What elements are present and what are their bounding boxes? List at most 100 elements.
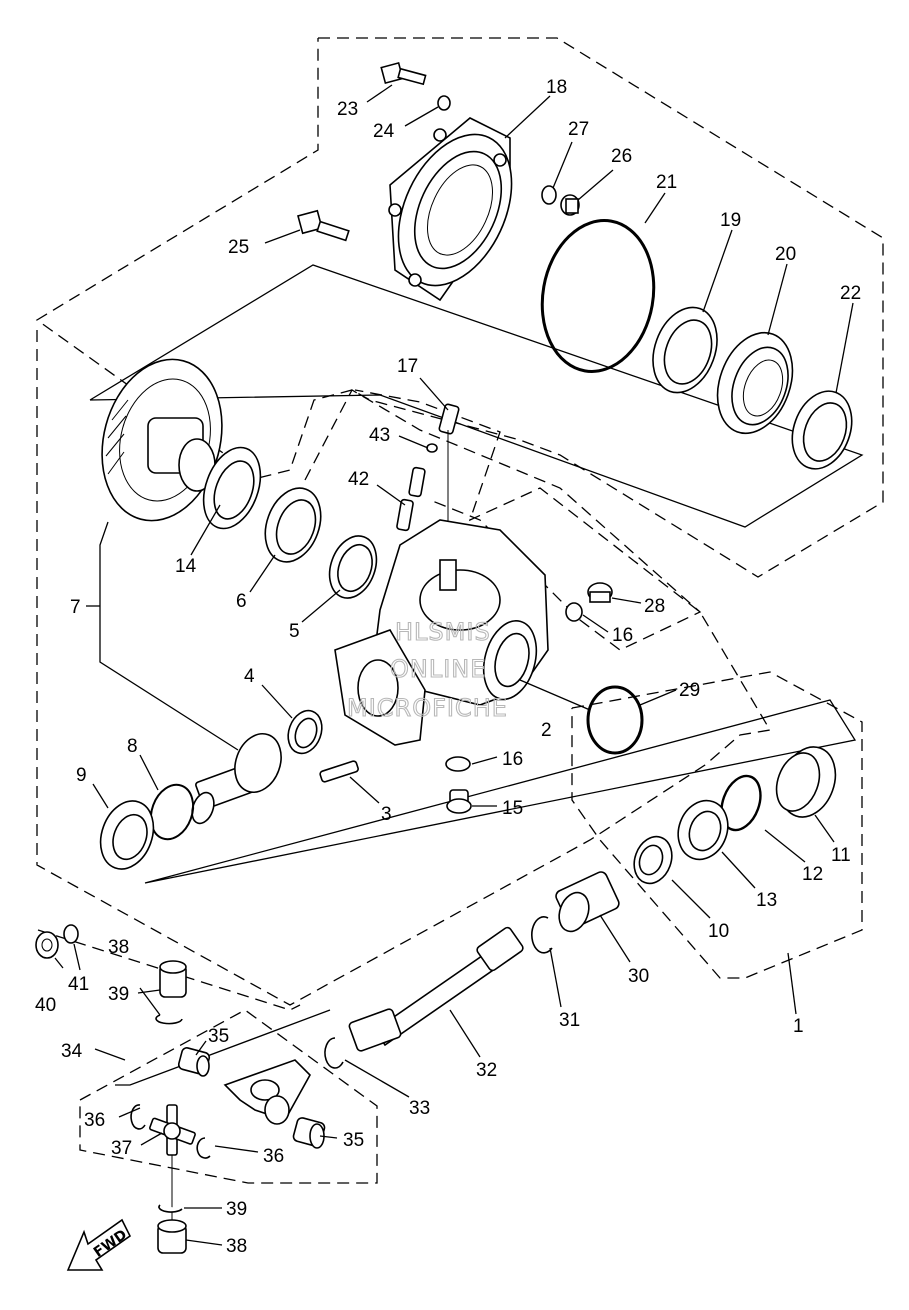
callout-1: 1 (793, 1016, 804, 1037)
callout-20: 20 (775, 244, 796, 265)
yoke-34 (223, 1059, 311, 1125)
callout-29: 29 (679, 680, 700, 701)
callout-31: 31 (559, 1010, 580, 1031)
drain-plug-15 (446, 789, 472, 814)
bearing-4 (287, 709, 323, 755)
callout-24: 24 (373, 121, 395, 142)
callout-35-lower: 35 (343, 1130, 364, 1151)
callout-40: 40 (35, 995, 56, 1016)
frame-rear-bearing-group (89, 264, 864, 528)
callout-16-lower: 16 (502, 749, 523, 770)
callout-39-upper: 39 (108, 984, 129, 1005)
clip-36-lower (196, 1137, 211, 1159)
o-ring-8 (149, 783, 195, 841)
bearing-30 (555, 871, 620, 933)
callout-9: 9 (76, 765, 87, 786)
circlip-31 (530, 916, 553, 954)
callout-17: 17 (397, 356, 418, 377)
breather-17 (438, 403, 460, 560)
callout-38-lower: 38 (226, 1236, 247, 1257)
bolt-25 (297, 209, 350, 242)
clip-43 (426, 443, 438, 453)
callout-27: 27 (568, 119, 589, 140)
washer-41 (63, 924, 79, 944)
drive-pinion (191, 733, 282, 825)
washer-16-lower (445, 756, 471, 772)
bearing-housing (388, 117, 513, 302)
boundary-yoke-group (79, 1009, 378, 1184)
callout-22: 22 (840, 283, 861, 304)
callout-25: 25 (228, 237, 249, 258)
boundary-main-group (36, 330, 772, 1006)
fwd-arrow: FWD (66, 1218, 132, 1271)
callout-10: 10 (708, 921, 729, 942)
washer-27 (541, 185, 557, 205)
callout-37: 37 (111, 1138, 132, 1159)
bearing-38-lower (157, 1219, 187, 1254)
plug-26 (560, 194, 580, 216)
callout-4: 4 (244, 666, 255, 687)
callout-19: 19 (720, 210, 741, 231)
callout-23: 23 (337, 99, 358, 120)
callout-30: 30 (628, 966, 649, 987)
stud-3 (319, 760, 359, 783)
boundary-housing-group (35, 37, 884, 578)
ring-5 (328, 535, 378, 599)
bearing-35-upper (177, 1047, 211, 1077)
callout-36-upper: 36 (84, 1110, 105, 1131)
callout-12: 12 (802, 864, 823, 885)
pin-42-upper (408, 466, 426, 498)
bearing-19 (652, 306, 718, 394)
callout-18: 18 (546, 77, 567, 98)
callout-38-upper: 38 (108, 937, 129, 958)
callout-21: 21 (656, 172, 677, 193)
drive-shaft-32 (348, 926, 524, 1052)
callout-14: 14 (175, 556, 197, 577)
collar-10 (633, 835, 673, 885)
seal-13 (677, 799, 729, 861)
o-ring-29 (586, 685, 644, 755)
clip-39-lower (158, 1204, 183, 1213)
callout-8: 8 (127, 736, 138, 757)
o-ring-12 (720, 774, 762, 832)
callout-33: 33 (409, 1098, 430, 1119)
frame-seal-pair (115, 1009, 331, 1086)
washer-16-upper (565, 602, 583, 622)
bearing-9 (99, 800, 155, 870)
spider-37 (149, 1104, 196, 1225)
callout-39-lower: 39 (226, 1199, 247, 1220)
washer-24 (437, 95, 451, 111)
callout-43: 43 (369, 425, 390, 446)
bearing-35-lower (292, 1117, 326, 1149)
callout-7: 7 (70, 597, 81, 618)
callout-3: 3 (381, 804, 392, 825)
circlip-33 (324, 1037, 344, 1069)
pin-42-lower (396, 498, 414, 532)
watermark-line-2: ONLINE (390, 655, 486, 683)
callout-34: 34 (61, 1041, 83, 1062)
boundary-pinion-group (571, 671, 863, 979)
leader-lines (54, 84, 854, 1246)
callout-42: 42 (348, 469, 369, 490)
callout-16-upper: 16 (612, 625, 633, 646)
callout-36-lower: 36 (263, 1146, 284, 1167)
callout-2: 2 (541, 720, 552, 741)
watermark-line-1: HLSMIS (395, 618, 491, 646)
callout-28: 28 (644, 596, 665, 617)
gear-case (334, 519, 549, 746)
callout-11: 11 (831, 845, 851, 866)
callout-6: 6 (236, 591, 247, 612)
callout-5: 5 (289, 621, 300, 642)
group-frames (89, 264, 864, 1086)
callout-35-upper: 35 (208, 1026, 229, 1047)
callout-32: 32 (476, 1060, 497, 1081)
ring-gear (101, 358, 223, 522)
o-ring-21 (540, 219, 656, 373)
nut-11 (775, 746, 837, 818)
bearing-6 (264, 487, 322, 563)
callout-13: 13 (756, 890, 777, 911)
callout-41: 41 (68, 974, 89, 995)
bolt-23 (380, 61, 427, 86)
frame-drive-group (144, 699, 857, 884)
